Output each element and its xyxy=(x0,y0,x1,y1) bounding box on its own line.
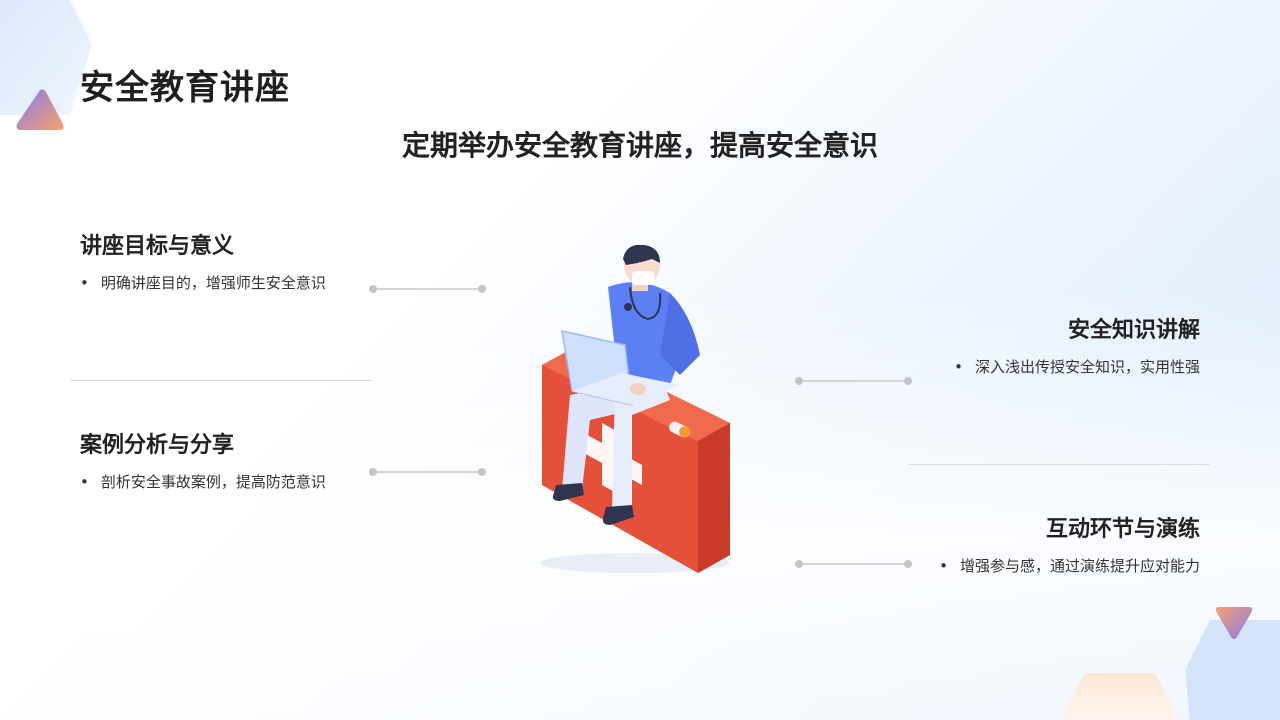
topic-interaction-drill: 互动环节与演练 • 增强参与感，通过演练提升应对能力 xyxy=(939,511,1200,576)
triangle-down-icon xyxy=(1215,607,1253,639)
topic-case-analysis: 案例分析与分享 • 剖析安全事故案例，提高防范意识 xyxy=(80,427,326,492)
bullet-dot: • xyxy=(939,557,948,575)
divider-left xyxy=(70,380,373,381)
divider-right xyxy=(908,464,1210,465)
topic-heading: 安全知识讲解 xyxy=(1067,318,1200,343)
topic-safety-knowledge: 安全知识讲解 • 深入浅出传授安全知识，实用性强 xyxy=(954,312,1200,377)
topic-heading: 案例分析与分享 xyxy=(80,433,235,458)
triangle-icon xyxy=(16,89,64,130)
page-title: 安全教育讲座 xyxy=(80,68,290,108)
doctor-with-laptop-illustration xyxy=(540,245,730,573)
topic-bullet-text: 深入浅出传授安全知识，实用性强 xyxy=(974,358,1200,376)
decor-hexagon-top-left xyxy=(0,0,92,115)
page-subtitle: 定期举办安全教育讲座，提高安全意识 xyxy=(401,129,878,162)
connector-line xyxy=(795,377,912,385)
topic-bullet: • 增强参与感，通过演练提升应对能力 xyxy=(939,555,1200,576)
bullet-dot: • xyxy=(954,358,963,376)
topic-heading: 讲座目标与意义 xyxy=(80,234,235,259)
topic-bullet: • 深入浅出传授安全知识，实用性强 xyxy=(954,356,1200,377)
connector-line xyxy=(369,285,486,293)
topic-bullet: • 明确讲座目的，增强师生安全意识 xyxy=(80,272,326,293)
decor-hexagon-bottom-right xyxy=(1185,620,1280,720)
decor-hexagon-bottom xyxy=(1060,673,1180,720)
topic-bullet-text: 明确讲座目的，增强师生安全意识 xyxy=(100,274,326,292)
topic-bullet: • 剖析安全事故案例，提高防范意识 xyxy=(80,471,326,492)
topic-lecture-goals: 讲座目标与意义 • 明确讲座目的，增强师生安全意识 xyxy=(80,228,326,293)
bullet-dot: • xyxy=(80,473,89,491)
bullet-dot: • xyxy=(80,274,89,292)
topic-bullet-text: 增强参与感，通过演练提升应对能力 xyxy=(959,557,1200,575)
connector-line xyxy=(369,468,486,476)
topic-bullet-text: 剖析安全事故案例，提高防范意识 xyxy=(100,473,326,491)
topic-heading: 互动环节与演练 xyxy=(1045,517,1200,542)
connector-line xyxy=(795,560,912,568)
